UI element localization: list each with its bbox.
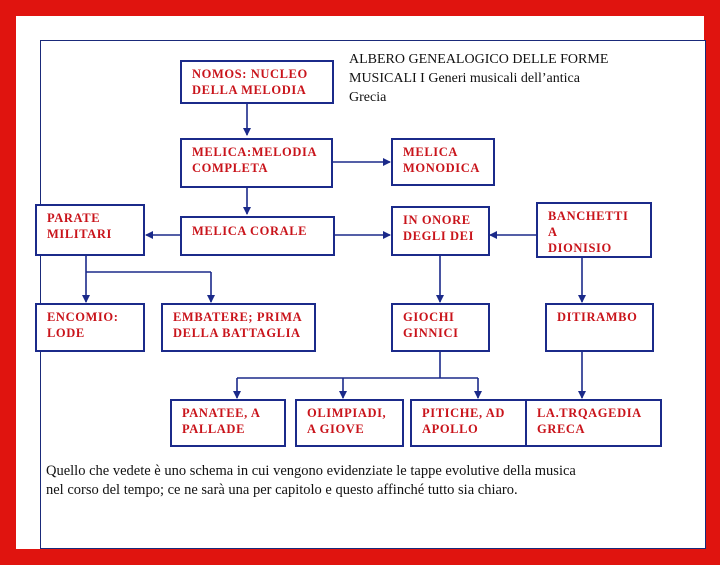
box-pitiche: PITICHE, AD APOLLO xyxy=(410,399,527,447)
box-nomos: NOMOS: NUCLEO DELLA MELODIA xyxy=(180,60,334,104)
box-melica-completa-line-1: MELICA:MELODIA xyxy=(192,145,318,159)
box-parate-militari-line-2: MILITARI xyxy=(47,227,112,241)
box-olimpiadi-line-1: OLIMPIADI, xyxy=(307,406,387,420)
box-encomio-line-1: ENCOMIO: xyxy=(47,310,119,324)
diagram-title: ALBERO GENEALOGICO DELLE FORME MUSICALI … xyxy=(349,50,659,107)
box-panatee-line-2: PALLADE xyxy=(182,422,246,436)
box-banchetti-line-1: BANCHETTI A xyxy=(548,209,629,239)
box-melica-monodica-line-1: MELICA xyxy=(403,145,458,159)
title-line-2: MUSICALI I Generi musicali dell’antica xyxy=(349,71,580,86)
box-ditirambo: DITIRAMBO xyxy=(545,303,654,352)
box-tragedia: LA.TRQAGEDIA GRECA xyxy=(525,399,662,447)
box-pitiche-line-1: PITICHE, AD xyxy=(422,406,506,420)
box-giochi: GIOCHI GINNICI xyxy=(391,303,490,352)
box-embatere-line-2: DELLA BATTAGLIA xyxy=(173,326,301,340)
box-in-onore-line-2: DEGLI DEI xyxy=(403,229,475,243)
box-parate-militari: PARATE MILITARI xyxy=(35,204,145,256)
caption-line-2: nel corso del tempo; ce ne sarà una per … xyxy=(46,482,518,498)
box-pitiche-line-2: APOLLO xyxy=(422,422,479,436)
box-in-onore: IN ONORE DEGLI DEI xyxy=(391,206,490,256)
box-embatere-line-1: EMBATERE; PRIMA xyxy=(173,310,303,324)
box-panatee: PANATEE, A PALLADE xyxy=(170,399,286,447)
box-banchetti: BANCHETTI A DIONISIO xyxy=(536,202,652,258)
box-tragedia-line-2: GRECA xyxy=(537,422,586,436)
box-embatere: EMBATERE; PRIMA DELLA BATTAGLIA xyxy=(161,303,316,352)
box-melica-completa: MELICA:MELODIA COMPLETA xyxy=(180,138,333,188)
box-nomos-line-1: NOMOS: NUCLEO xyxy=(192,67,308,81)
box-ditirambo-line-1: DITIRAMBO xyxy=(557,310,638,324)
box-tragedia-line-1: LA.TRQAGEDIA xyxy=(537,406,642,420)
caption-line-1: Quello che vedete è uno schema in cui ve… xyxy=(46,463,576,479)
box-melica-monodica-line-2: MONODICA xyxy=(403,161,481,175)
box-encomio: ENCOMIO: LODE xyxy=(35,303,145,352)
box-encomio-line-2: LODE xyxy=(47,326,85,340)
box-nomos-line-2: DELLA MELODIA xyxy=(192,83,307,97)
title-line-1: ALBERO GENEALOGICO DELLE FORME xyxy=(349,52,609,67)
diagram-canvas xyxy=(40,40,706,549)
title-line-3: Grecia xyxy=(349,90,387,105)
caption-text: Quello che vedete è uno schema in cui ve… xyxy=(46,462,676,500)
box-giochi-line-1: GIOCHI xyxy=(403,310,455,324)
box-melica-corale: MELICA CORALE xyxy=(180,216,335,256)
box-melica-monodica: MELICA MONODICA xyxy=(391,138,495,186)
box-giochi-line-2: GINNICI xyxy=(403,326,459,340)
box-melica-completa-line-2: COMPLETA xyxy=(192,161,269,175)
box-melica-corale-line-1: MELICA CORALE xyxy=(192,224,308,238)
box-panatee-line-1: PANATEE, A xyxy=(182,406,261,420)
box-parate-militari-line-1: PARATE xyxy=(47,211,101,225)
box-banchetti-line-2: DIONISIO xyxy=(548,241,612,255)
box-olimpiadi-line-2: A GIOVE xyxy=(307,422,365,436)
box-olimpiadi: OLIMPIADI, A GIOVE xyxy=(295,399,404,447)
box-in-onore-line-1: IN ONORE xyxy=(403,213,471,227)
